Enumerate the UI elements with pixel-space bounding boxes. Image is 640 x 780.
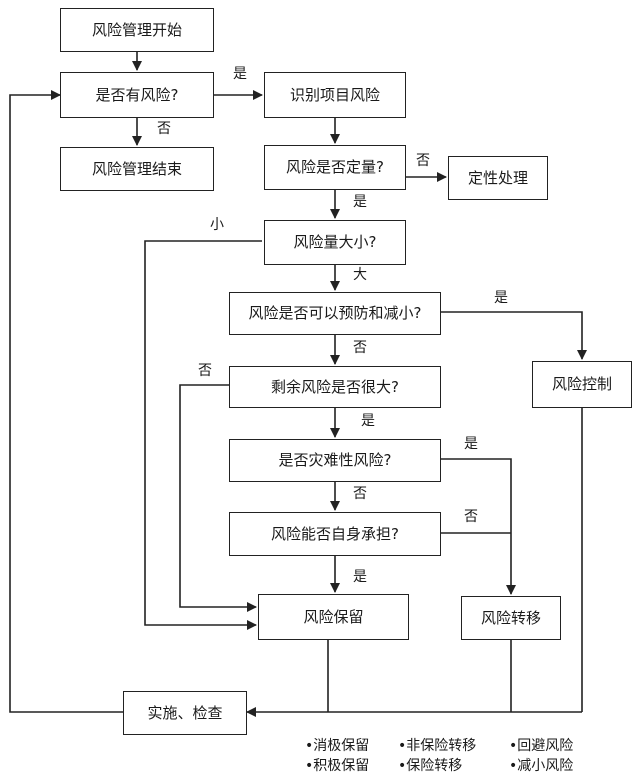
node-end: 风险管理结束 [60, 147, 214, 191]
legend-active-retention: •积极保留 [305, 758, 370, 774]
label-has-risk-no: 否 [157, 121, 171, 137]
node-start: 风险管理开始 [60, 8, 214, 52]
label-catastrophic-yes: 是 [464, 436, 478, 452]
node-control: 风险控制 [532, 361, 632, 408]
label-catastrophic-no: 否 [353, 486, 367, 502]
node-self-bear: 风险能否自身承担? [229, 512, 441, 556]
node-quantify: 风险是否定量? [264, 145, 406, 190]
edge-catastrophic-to-transfer [441, 458, 516, 595]
node-identify: 识别项目风险 [264, 72, 406, 118]
node-preventable: 风险是否可以预防和减小? [229, 292, 441, 335]
legend-passive-retention: •消极保留 [305, 738, 370, 754]
label-self-bear-yes: 是 [353, 569, 367, 585]
node-catastrophic: 是否灾难性风险? [229, 439, 441, 482]
label-magnitude-large: 大 [353, 267, 367, 283]
node-implement: 实施、检查 [123, 691, 247, 735]
label-has-risk-yes: 是 [233, 66, 247, 82]
edge-magnitude-to-retention [144, 240, 262, 630]
node-residual: 剩余风险是否很大? [229, 366, 441, 408]
legend-risk-reduction: •减小风险 [509, 758, 574, 774]
legend-non-insurance-transfer: •非保险转移 [398, 738, 477, 754]
node-qualitative: 定性处理 [448, 156, 548, 200]
label-quantify-no: 否 [416, 153, 430, 169]
node-has-risk: 是否有风险? [60, 72, 214, 118]
label-preventable-yes: 是 [494, 290, 508, 306]
node-transfer: 风险转移 [461, 596, 561, 640]
label-quantify-yes: 是 [353, 194, 367, 210]
edge-preventable-to-control [441, 311, 587, 360]
label-residual-no: 否 [198, 363, 212, 379]
legend-insurance-transfer: •保险转移 [398, 758, 463, 774]
label-magnitude-small: 小 [210, 217, 224, 233]
edge-implement-to-has-risk [9, 90, 123, 713]
label-self-bear-no: 否 [464, 509, 478, 525]
edge-residual-to-retention [179, 384, 257, 612]
node-magnitude: 风险量大小? [264, 220, 406, 265]
label-residual-yes: 是 [361, 413, 375, 429]
legend-risk-avoidance: •回避风险 [509, 738, 574, 754]
label-preventable-no: 否 [353, 340, 367, 356]
node-retention: 风险保留 [258, 594, 409, 640]
